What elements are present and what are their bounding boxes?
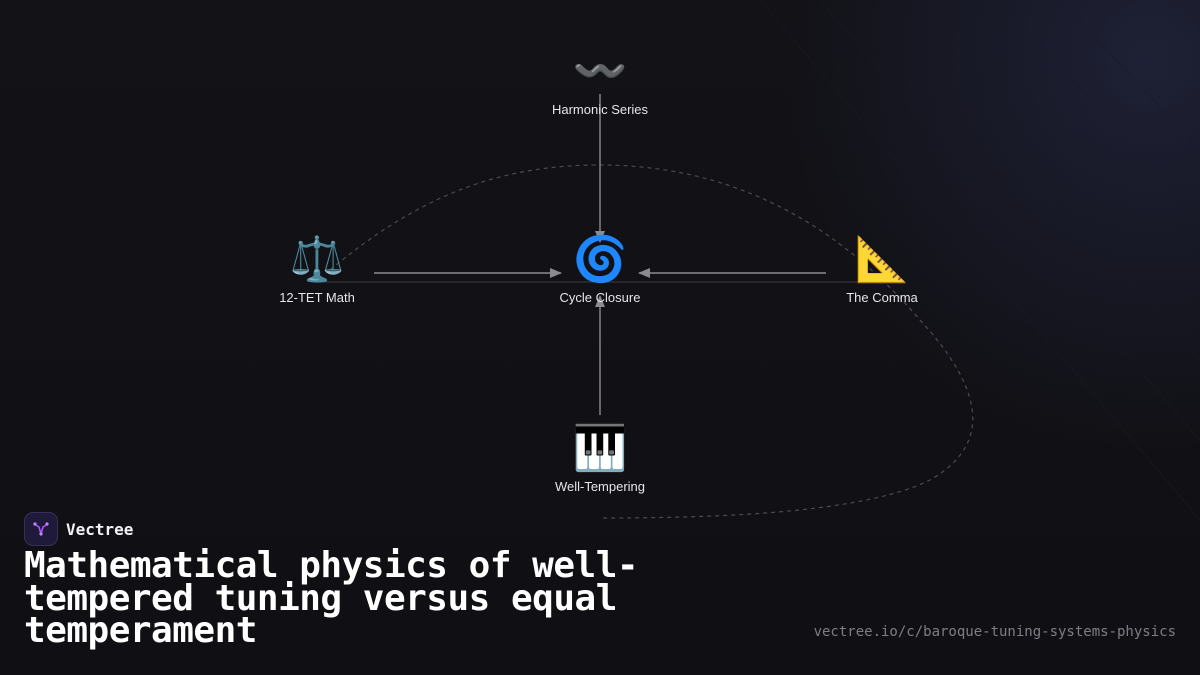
node-well-tempering-label: Well-Tempering <box>554 479 646 494</box>
node-well-tempering: 🎹 Well-Tempering <box>510 421 690 494</box>
vectree-logo-icon <box>24 512 58 546</box>
page-title: Mathematical physics of well-tempered tu… <box>24 545 639 651</box>
source-url: vectree.io/c/baroque-tuning-systems-phys… <box>813 624 1176 640</box>
node-the-comma: 📐 The Comma <box>792 232 972 305</box>
node-cycle-closure-label: Cycle Closure <box>559 290 641 305</box>
node-harmonic-series: 〰️ Harmonic Series <box>510 44 690 117</box>
node-12-tet-math: ⚖️ 12-TET Math <box>227 232 407 305</box>
node-harmonic-series-label: Harmonic Series <box>551 102 649 117</box>
triangular-ruler-icon: 📐 <box>854 234 910 285</box>
wavy-dash-icon: 〰️ <box>572 46 628 97</box>
brand: Vectree <box>24 512 133 546</box>
balance-scale-icon: ⚖️ <box>289 234 345 285</box>
node-cycle-closure: 🌀 Cycle Closure <box>510 232 690 305</box>
dashed-orbit-curve <box>329 164 974 519</box>
piano-keys-icon: 🎹 <box>572 423 628 474</box>
brand-name: Vectree <box>66 519 134 539</box>
node-12-tet-math-label: 12-TET Math <box>279 290 355 305</box>
cyclone-icon: 🌀 <box>572 234 628 285</box>
node-the-comma-label: The Comma <box>846 290 918 305</box>
